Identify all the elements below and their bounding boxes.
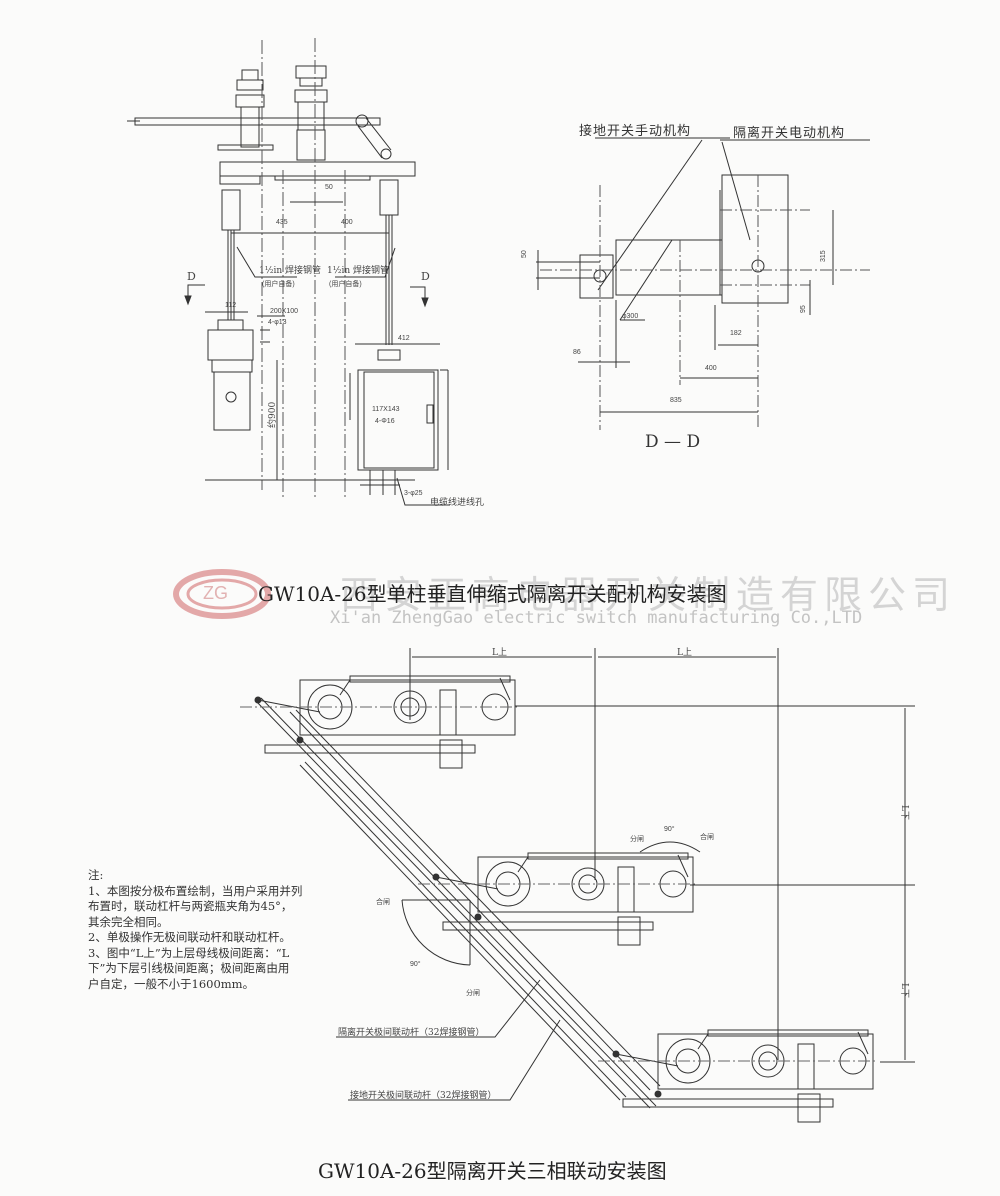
dim-900: 约900 (268, 401, 278, 428)
dim-l-lower-2: L下 (899, 983, 909, 998)
dd-dim-phi300: φ300 (622, 313, 639, 320)
dim-l-upper-2: L上 (677, 648, 692, 658)
figure1-title: GW10A-26型单柱垂直伸缩式隔离开关配机构安装图 (258, 582, 727, 606)
dd-dim-50: 50 (521, 250, 528, 258)
plate-right-size: 117X143 (372, 406, 400, 413)
dd-dim-182: 182 (730, 330, 742, 337)
pivot-joint (612, 1050, 620, 1058)
dim-l-lower-1: L下 (899, 805, 909, 820)
dim-412: 412 (398, 335, 410, 342)
gearbox (797, 1043, 815, 1090)
angle-90-lower: 90° (410, 961, 421, 968)
pipe-note-right: (用户自备) (329, 281, 362, 288)
earth-mechanism (797, 1093, 821, 1123)
figure2-title: GW10A-26型隔离开关三相联动安装图 (318, 1159, 667, 1183)
pole-units (240, 675, 878, 1123)
earth-mechanism (617, 916, 641, 946)
note-line: 3、图中“L上”为上层母线极间距离：“L (88, 945, 290, 960)
section-dd-view (536, 137, 870, 430)
link-arm (677, 854, 689, 878)
notes-heading: 注: (88, 868, 104, 882)
link-arm (697, 1033, 709, 1050)
link-arm (857, 1031, 869, 1055)
note-line: 布置时，联动杠杆与两瓷瓶夹角为45°， (88, 899, 293, 913)
earth-shaft (442, 921, 654, 931)
earth-mechanism (439, 739, 463, 769)
note-line: 户自定，一般不小于1600mm。 (88, 976, 255, 991)
section-marker-left: D (187, 270, 196, 283)
label-open-upper: 分闸 (630, 836, 644, 843)
pivot-joint (254, 696, 262, 704)
pole-unit-3 (598, 1029, 878, 1123)
label-isolator-motor-mechanism: 隔离开关电动机构 (733, 126, 846, 141)
watermark-company-en: Xi'an ZhengGao electric switch manufactu… (330, 608, 863, 628)
earth-shaft (264, 744, 476, 754)
dd-dim-315: 315 (820, 250, 827, 262)
holes-left: 4-φ13 (268, 319, 287, 326)
dd-dim-400: 400 (705, 365, 717, 372)
pipe-label-left: 1½in 焊接钢管 (259, 266, 321, 276)
section-dd-title: D — D (645, 432, 701, 452)
gearbox (439, 689, 457, 736)
dd-dim-835: 835 (670, 397, 682, 404)
gearbox (617, 866, 635, 913)
earth-shaft (622, 1098, 834, 1108)
dim-l-upper-1: L上 (492, 648, 507, 658)
note-line: 其余完全相同。 (88, 914, 169, 929)
pivot-joint (474, 913, 482, 921)
insulator-left (235, 69, 265, 148)
link-arm (499, 677, 511, 701)
pole-unit-1 (240, 675, 520, 769)
plate-left-size: 200X100 (270, 308, 299, 315)
upper-link-rod (707, 1029, 869, 1037)
notes-block: 注: 1、本图按分极布置绘制，当用户采用并列 布置时，联动杠杆与两瓷瓶夹角为45… (88, 868, 302, 992)
note-line: 下”为下层引线极间距离；极间距离由用 (88, 961, 290, 975)
pipe-note-left: (用户自备) (262, 281, 295, 288)
label-earth-switch-manual-mechanism: 接地开关手动机构 (579, 124, 692, 139)
link-arm (517, 856, 529, 873)
watermark-company-cn: 西安正高电器开关制造有限公司 (340, 573, 957, 617)
link-arm (339, 679, 351, 696)
label-open-lower: 分闸 (466, 990, 480, 997)
dd-dim-95: 95 (800, 305, 807, 313)
lever-arm (257, 699, 321, 713)
dim-400: 400 (341, 219, 353, 226)
pivot-joint (296, 736, 304, 744)
label-earth-rod: 接地开关极间联动杆（32焊接钢管） (350, 1091, 497, 1101)
lever-arm (435, 876, 499, 890)
label-isolator-rod: 隔离开关极间联动杆（32焊接钢管） (338, 1028, 485, 1038)
lever-arm (615, 1053, 679, 1067)
figure1-elevation (127, 38, 450, 506)
cable-holes: 3-φ25 (404, 490, 423, 497)
upper-link-rod (527, 852, 689, 860)
pivot-joint (654, 1090, 662, 1098)
holes-right: 4-Φ16 (375, 418, 395, 425)
angle-90-upper: 90° (664, 826, 675, 833)
label-close-upper: 合闸 (700, 834, 714, 841)
note-line: 1、本图按分极布置绘制，当用户采用并列 (88, 883, 303, 898)
insulator-right (294, 65, 328, 161)
upper-link-rod (349, 675, 511, 683)
dim-435: 435 (276, 219, 288, 226)
dim-50: 50 (325, 184, 333, 191)
figure2-dimensions (254, 648, 915, 1109)
section-marker-right: D (421, 270, 430, 283)
watermark-logo-text: ZG (203, 583, 228, 603)
cable-entry-label: 电缆线进线孔 (430, 498, 485, 508)
dd-dim-86: 86 (573, 349, 581, 356)
label-close-lower: 合闸 (376, 899, 390, 906)
pivot-joint (432, 873, 440, 881)
dim-112: 112 (225, 302, 237, 309)
pole-unit-2 (418, 852, 698, 946)
note-line: 2、单极操作无极间联动杆和联动杠杆。 (88, 930, 291, 944)
pipe-label-right: 1½in 焊接钢管 (327, 266, 389, 276)
